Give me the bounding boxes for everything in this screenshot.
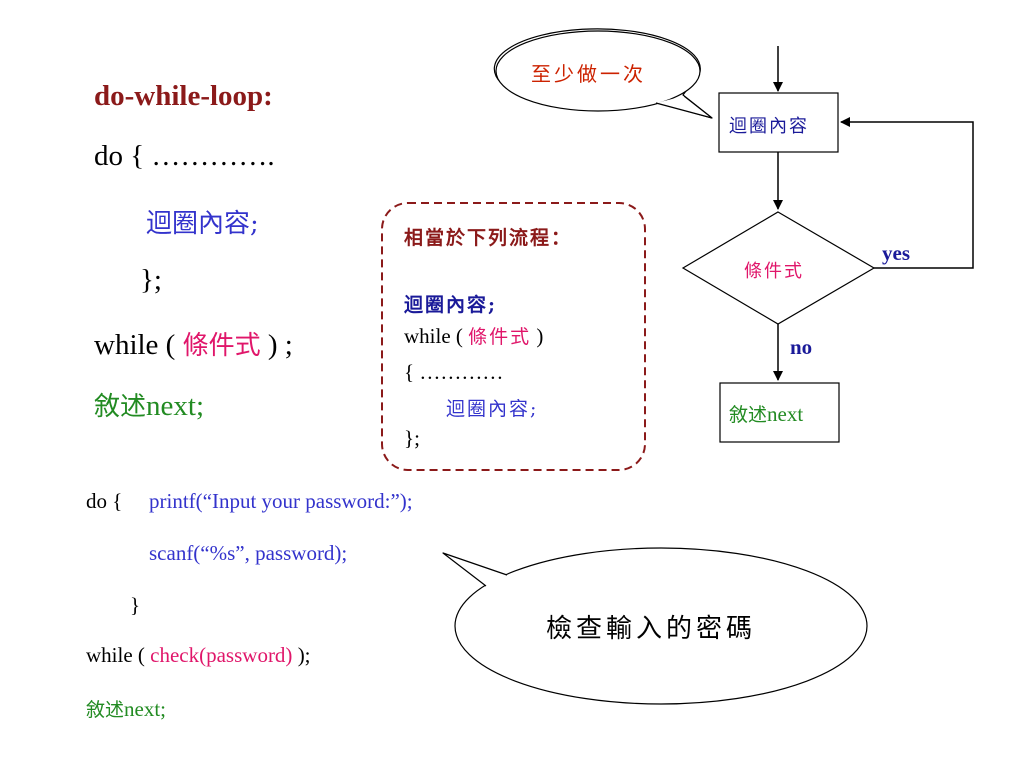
example-while-suffix: );: [292, 643, 311, 667]
condition-label: 條件式: [744, 261, 804, 282]
equivalent-close: };: [404, 426, 420, 450]
next-box-label: 敘述next: [729, 400, 803, 427]
yes-label: yes: [882, 241, 910, 265]
callout-bottom-label: 檢查輸入的密碼: [546, 614, 757, 644]
syntax-body: 迴圈內容;: [146, 209, 259, 239]
syntax-while-line: while ( 條件式 ) ;: [94, 325, 293, 362]
callout-bottom-ellipse: [454, 547, 868, 705]
example-line2: scanf(“%s”, password);: [149, 541, 348, 565]
callout-bottom-tail: [442, 552, 508, 587]
equivalent-while-line: while ( 條件式 ): [404, 322, 543, 349]
example-while-prefix: while (: [86, 643, 151, 667]
equivalent-condition: 條件式: [468, 326, 532, 348]
callout-top-tail: [655, 95, 713, 119]
example-line1: printf(“Input your password:”);: [149, 489, 413, 513]
syntax-condition: 條件式: [182, 331, 261, 361]
syntax-while-suffix: ) ;: [260, 329, 293, 361]
equivalent-flow-box: [381, 202, 646, 471]
loop-body-label: 迴圈內容: [729, 116, 809, 137]
equivalent-while-suffix: ): [531, 324, 544, 348]
syntax-next-latin: next;: [146, 390, 205, 422]
next-box-latin: next: [767, 402, 804, 426]
syntax-title: do-while-loop:: [94, 80, 273, 112]
syntax-close: };: [140, 264, 162, 296]
example-while-line: while ( check(password) );: [86, 643, 311, 668]
equivalent-heading: 相當於下列流程：: [404, 227, 573, 249]
example-do-label: do {: [86, 489, 123, 513]
syntax-next-line: 敘述next;: [94, 386, 204, 423]
syntax-next-cjk: 敘述: [94, 392, 147, 422]
next-box: [719, 382, 840, 443]
example-next-cjk: 敘述: [86, 699, 125, 721]
example-next-line: 敘述next;: [86, 695, 166, 722]
callout-top-ellipse: [495, 30, 701, 112]
next-box-cjk: 敘述: [729, 404, 768, 426]
yes-loop-arrow: [840, 117, 974, 269]
example-condition: check(password): [150, 643, 293, 667]
equivalent-body-bold: 迴圈內容;: [404, 294, 498, 316]
callout-top-label: 至少做一次: [531, 62, 646, 86]
no-label: no: [790, 335, 813, 359]
equivalent-brace-open: { …………: [404, 360, 504, 384]
equivalent-inner-body: 迴圈內容;: [446, 398, 539, 420]
equivalent-while-prefix: while (: [404, 324, 469, 348]
syntax-while-prefix: while (: [94, 329, 183, 361]
syntax-do-open: do { ………….: [94, 140, 275, 172]
example-next-latin: next;: [124, 697, 167, 721]
example-close-brace: }: [130, 593, 141, 617]
